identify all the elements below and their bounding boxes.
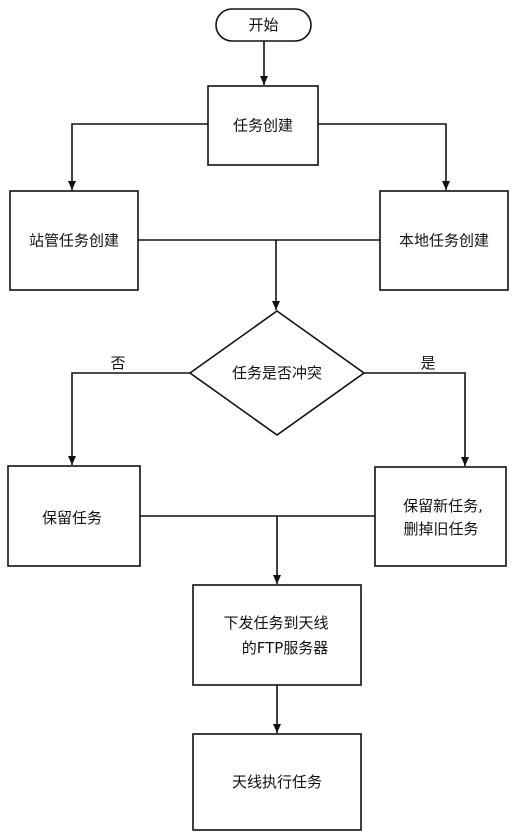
node-dispatch: 下发任务到天线 的FTP服务器 <box>192 584 362 686</box>
station-create-box <box>9 190 139 291</box>
station-create-label: 站管任务创建 <box>29 232 119 250</box>
arrow-create-to-station <box>68 123 208 190</box>
node-keep-new-task: 保留新任务, 删掉旧任务 <box>374 466 507 567</box>
connectors <box>68 41 469 733</box>
node-keep-task: 保留任务 <box>7 465 141 567</box>
node-create-task: 任务创建 <box>207 85 319 166</box>
node-start: 开始 <box>215 8 312 42</box>
start-label: 开始 <box>248 16 278 34</box>
keep-new-task-label-line2: 删掉旧任务 <box>403 520 478 538</box>
node-station-create: 站管任务创建 <box>9 190 139 291</box>
node-execute: 天线执行任务 <box>192 733 362 831</box>
local-create-label: 本地任务创建 <box>399 232 489 250</box>
conflict-check-diamond <box>188 310 366 436</box>
conflict-check-label: 任务是否冲突 <box>232 364 322 382</box>
execute-box <box>192 733 362 831</box>
edge-label-no: 否 <box>110 354 125 372</box>
keep-task-box <box>7 465 141 567</box>
start-terminal <box>215 8 312 42</box>
keep-task-label: 保留任务 <box>42 509 102 527</box>
create-task-label: 任务创建 <box>233 117 293 135</box>
execute-label: 天线执行任务 <box>232 773 322 791</box>
dispatch-label-line1: 下发任务到天线 <box>223 614 328 632</box>
node-conflict-check: 任务是否冲突 <box>188 310 366 436</box>
create-task-box <box>207 85 319 166</box>
node-local-create: 本地任务创建 <box>379 190 509 291</box>
edge-label-yes: 是 <box>420 354 435 372</box>
arrow-decision-yes <box>364 372 469 466</box>
arrow-create-to-local <box>318 123 450 190</box>
keep-new-task-label-line1: 保留新任务, <box>403 497 483 515</box>
dispatch-label-line2: 的FTP服务器 <box>242 639 329 657</box>
keep-new-task-box <box>374 466 507 567</box>
dispatch-box <box>192 584 362 686</box>
local-create-box <box>379 190 509 291</box>
arrow-decision-no <box>68 372 190 465</box>
